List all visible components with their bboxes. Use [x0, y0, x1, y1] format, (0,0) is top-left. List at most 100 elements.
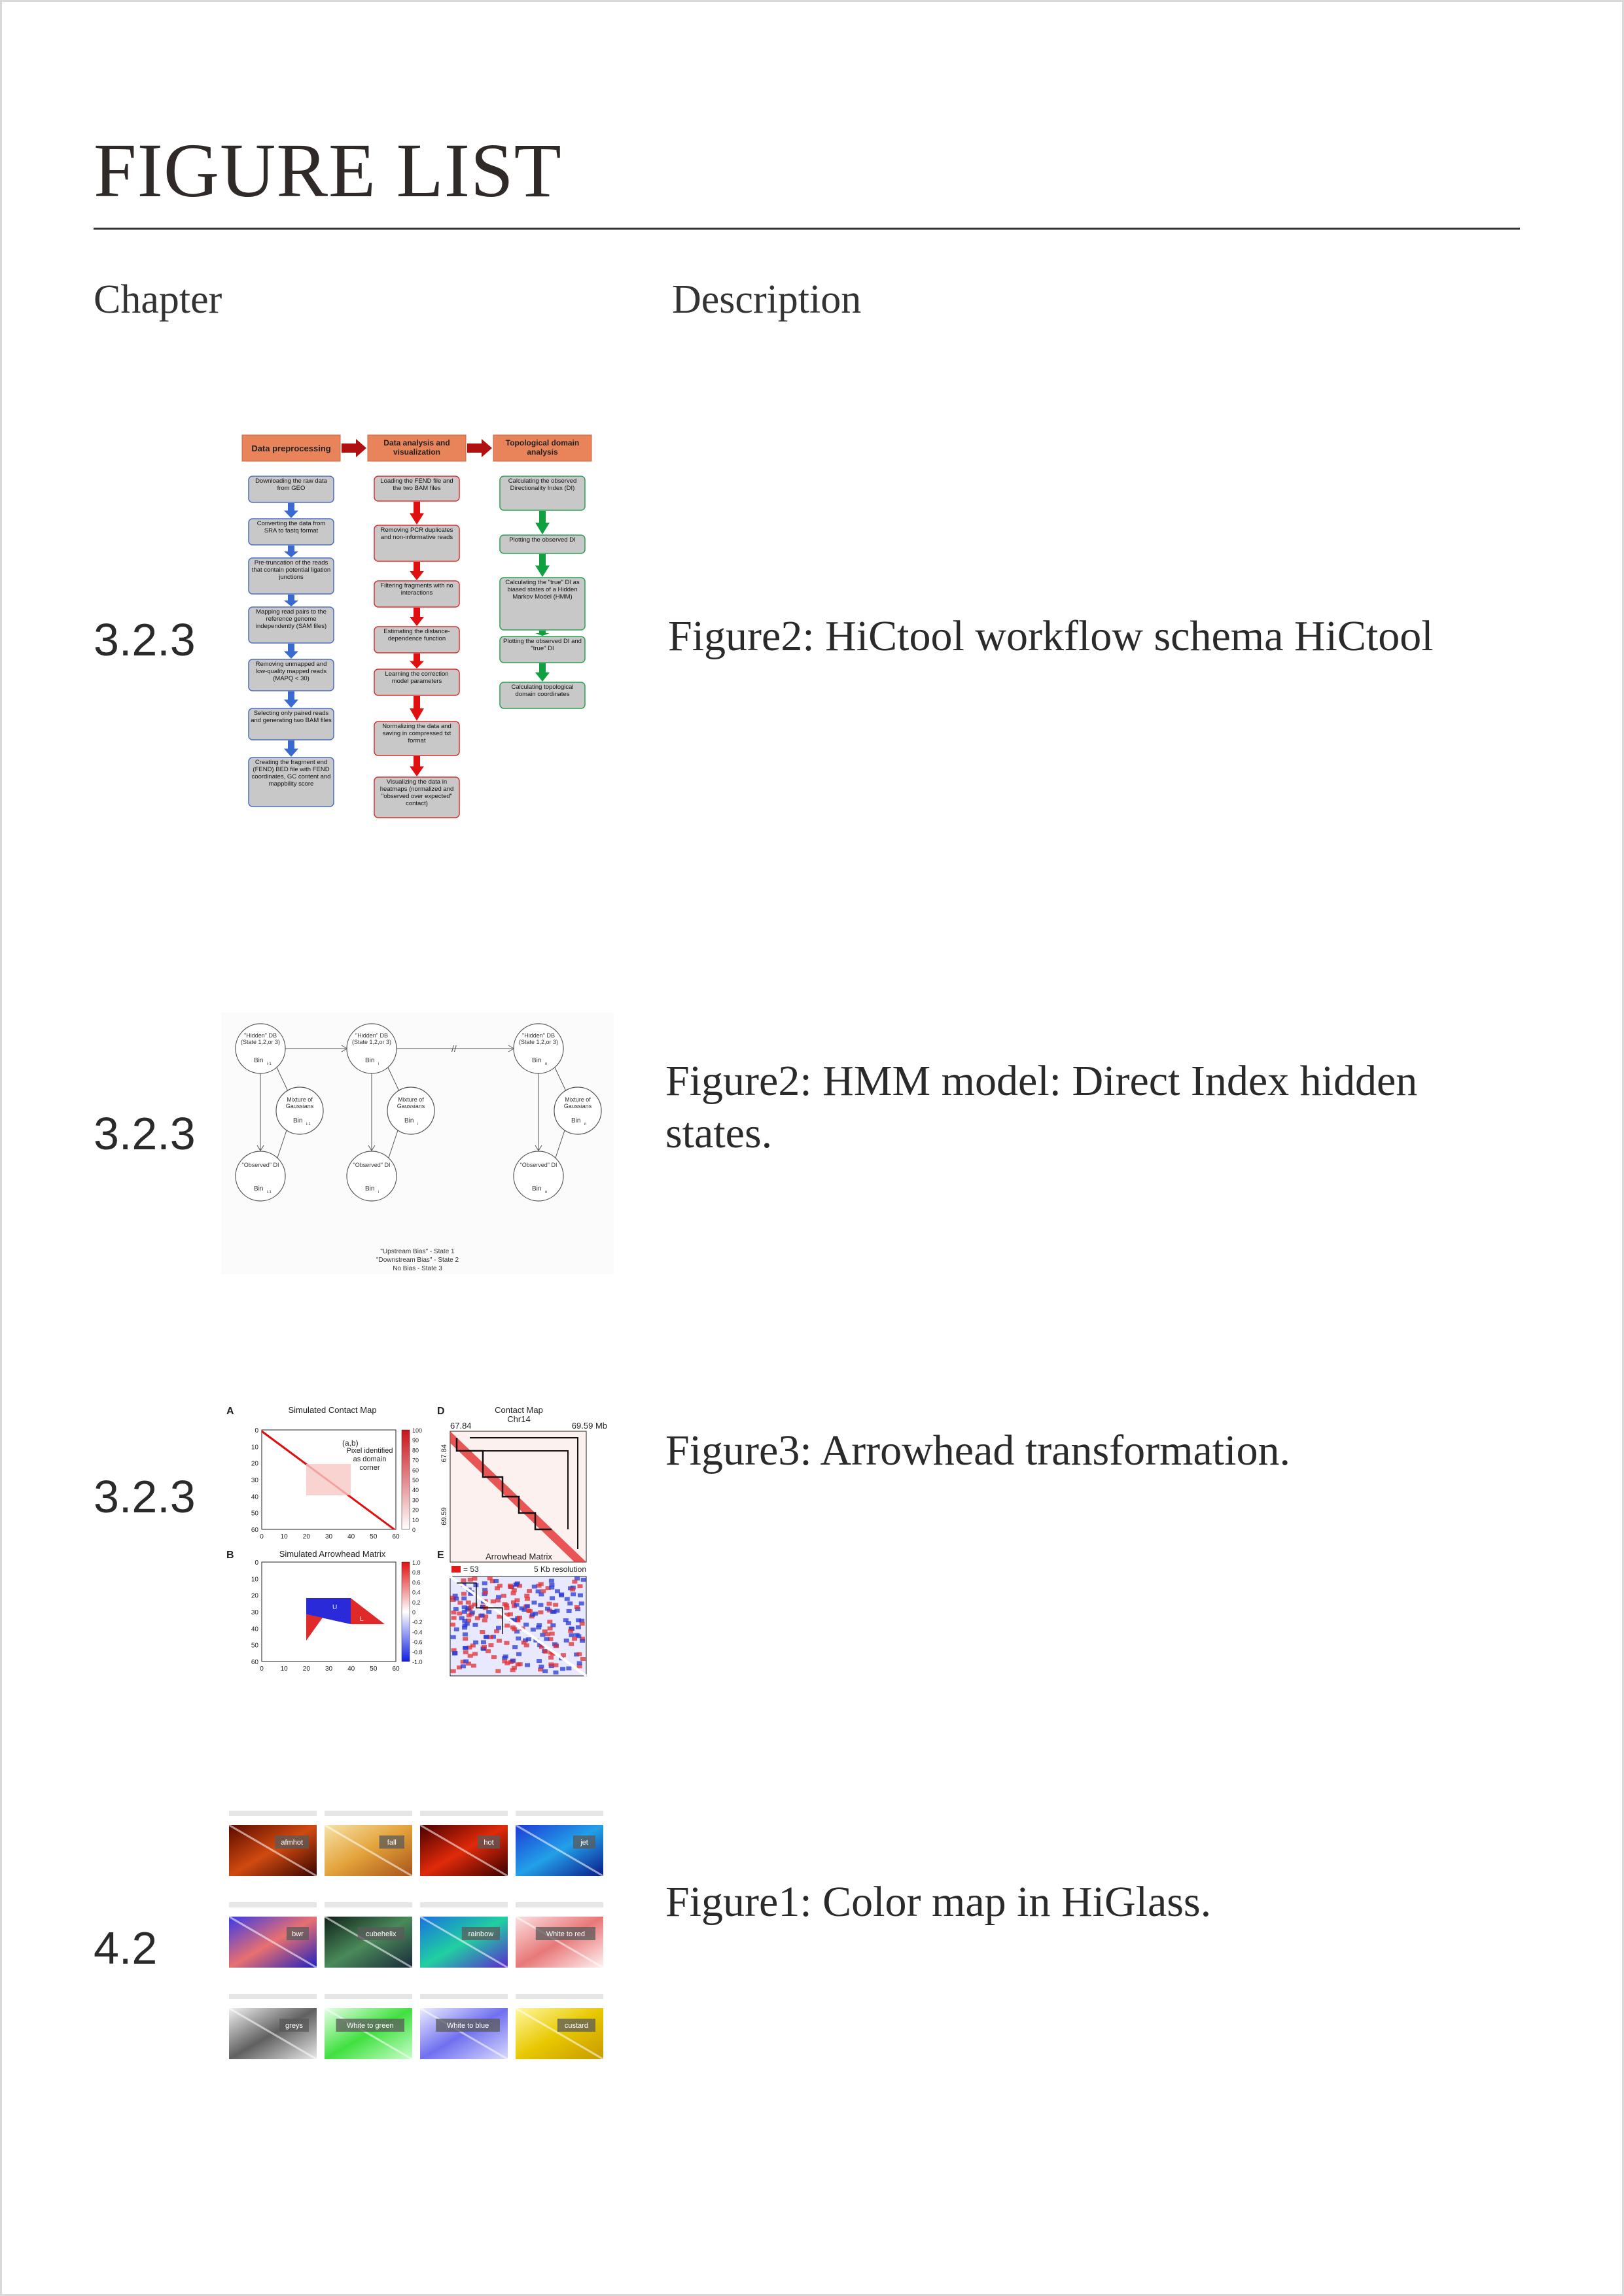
annotation-pixel: Pixel identified as domain corner: [346, 1447, 393, 1472]
colormap-label-bg: [436, 2019, 500, 2032]
workflow-step-text: Converting the data from SRA to fastq fo…: [256, 520, 326, 534]
colorbar-tick-label: -0.2: [412, 1619, 423, 1626]
matrix-cell: [550, 1623, 556, 1627]
matrix-cell: [538, 1664, 544, 1669]
matrix-cell: [462, 1632, 468, 1637]
matrix-cell: [463, 1637, 468, 1641]
colormap-label-bg: [535, 1927, 595, 1940]
arrow-down-icon: [410, 653, 424, 669]
colorbar-tick-label: 10: [412, 1517, 419, 1523]
workflow-step-text: Learning the correction model parameters: [385, 670, 449, 685]
colorbar-tick-label: 0.4: [412, 1590, 421, 1596]
colormap-label-bg: [573, 1835, 595, 1849]
matrix-cell: [504, 1661, 510, 1665]
matrix-cell: [570, 1588, 576, 1592]
matrix-cell: [466, 1618, 472, 1623]
matrix-cell: [493, 1578, 499, 1583]
matrix-cell: [510, 1658, 516, 1663]
panel-d-left-bottom: 69.59: [440, 1507, 448, 1525]
resolution-label: 5 Kb resolution: [534, 1565, 586, 1574]
matrix-cell: [462, 1623, 468, 1627]
track-header: [229, 1811, 317, 1816]
bin-label: Bin: [254, 1057, 263, 1064]
colorbar-tick-label: 20: [412, 1507, 419, 1514]
matrix-cell: [550, 1652, 556, 1656]
matrix-cell: [554, 1589, 560, 1593]
matrix-cell: [530, 1627, 536, 1632]
arrow-head-icon: [341, 1045, 347, 1052]
track-header: [516, 1994, 603, 1999]
arrow-down-icon: [284, 503, 298, 518]
matrix-cell: [574, 1605, 580, 1610]
matrix-cell: [472, 1576, 478, 1581]
matrix-cell: [515, 1618, 521, 1623]
hmm-edge: [555, 1130, 565, 1158]
matrix-cell: [482, 1644, 487, 1649]
colorbar-tick-label: -1.0: [412, 1659, 423, 1665]
matrix-cell: [559, 1593, 565, 1597]
matrix-cell: [567, 1601, 573, 1606]
arrowhead-lower-region: [351, 1598, 385, 1624]
matrix-cell: [457, 1665, 463, 1670]
heatmap-diagonal: [419, 1824, 508, 1877]
y-tick-label: 0: [255, 1427, 258, 1435]
matrix-cell: [578, 1601, 584, 1606]
matrix-cell: [472, 1602, 478, 1607]
matrix-cell: [538, 1667, 544, 1672]
x-tick-label: 0: [260, 1533, 264, 1540]
matrix-cell: [461, 1610, 467, 1614]
workflow-header-1: [241, 434, 341, 462]
workflow-step-text: Pre-truncation of the reads that contain…: [251, 559, 331, 581]
panel-label-e: E: [437, 1550, 444, 1561]
matrix-cell: [465, 1600, 471, 1605]
matrix-cell: [569, 1633, 574, 1637]
matrix-cell: [580, 1657, 586, 1661]
colormap-label: hot: [484, 1839, 493, 1847]
y-tick-label: 50: [251, 1510, 259, 1518]
workflow-step-text: Creating the fragment end (FEND) BED fil…: [251, 759, 331, 788]
arrow-head-icon: [256, 1145, 264, 1151]
workflow-step-text: Mapping read pairs to the reference geno…: [255, 608, 327, 630]
bin-label: Bin: [532, 1185, 541, 1192]
bin-subscript: i-1: [267, 1062, 272, 1066]
colormap-label: bwr: [292, 1930, 304, 1938]
matrix-cell: [572, 1637, 578, 1641]
matrix-cell: [554, 1609, 560, 1613]
matrix-cell: [514, 1603, 520, 1607]
matrix-cell: [579, 1622, 585, 1626]
matrix-cell: [544, 1607, 550, 1611]
panel-d-start: 67.84: [450, 1421, 472, 1431]
matrix-cell: [460, 1660, 466, 1664]
matrix-cell: [561, 1653, 567, 1658]
panel-label-d: D: [437, 1406, 445, 1417]
hmm-legend-3: No Bias - State 3: [393, 1265, 442, 1272]
workflow-step: [374, 776, 460, 818]
track-header: [325, 1994, 412, 1999]
track-header: [420, 1811, 508, 1816]
hmm-edge: [387, 1067, 400, 1092]
y-tick-label: 10: [251, 1576, 259, 1583]
observed-label: "Observed" DI: [520, 1162, 557, 1168]
matrix-cell: [482, 1588, 488, 1592]
colormap-label: jet: [580, 1839, 588, 1847]
x-tick-label: 10: [281, 1533, 289, 1540]
heatmap-diagonal: [419, 1915, 508, 1969]
colorbar-tick-label: 0.2: [412, 1599, 421, 1606]
matrix-cell: [538, 1603, 544, 1607]
matrix-cell: [508, 1583, 514, 1588]
matrix-cell: [491, 1655, 497, 1660]
matrix-cell: [453, 1596, 459, 1601]
observed-node: [235, 1151, 286, 1202]
matrix-cell: [576, 1652, 582, 1656]
arrow-down-icon: [535, 511, 550, 534]
y-tick-label: 20: [251, 1461, 259, 1468]
workflow-header-3: [493, 434, 592, 462]
arrow-down-icon: [410, 502, 424, 525]
matrix-cell: [503, 1654, 508, 1659]
domain-boundaries: [483, 1450, 569, 1529]
matrix-cell: [497, 1584, 503, 1588]
arrow-right-icon: [467, 439, 492, 457]
matrix-cell: [564, 1597, 570, 1601]
